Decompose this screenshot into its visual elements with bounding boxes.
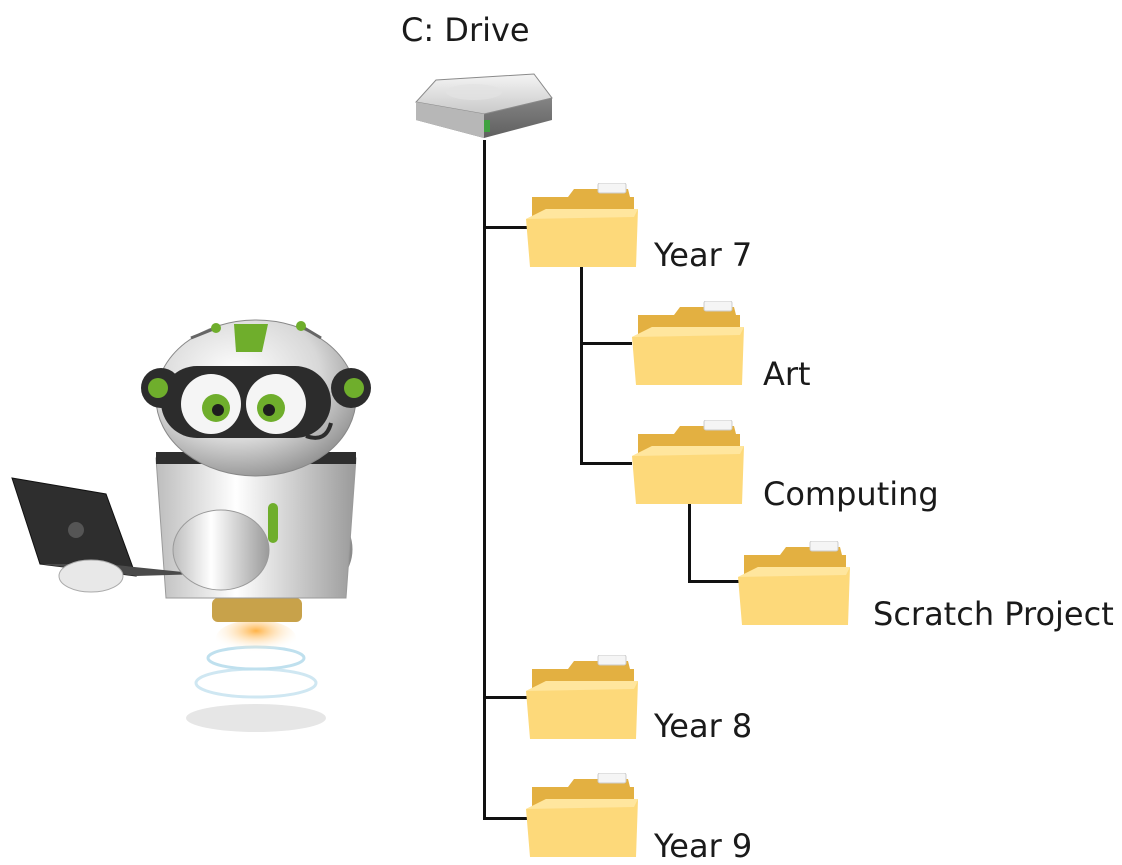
folder-icon[interactable] xyxy=(736,541,854,627)
connector-year9 xyxy=(483,817,528,820)
connector-art xyxy=(580,342,632,345)
folder-icon[interactable] xyxy=(630,420,748,506)
connector-year7-trunk xyxy=(580,262,583,465)
folder-label-year8: Year 8 xyxy=(654,707,753,745)
folder-label-scratch-project: Scratch Project xyxy=(873,595,1114,633)
connector-computing xyxy=(580,462,632,465)
folder-label-computing: Computing xyxy=(763,475,939,513)
folder-label-year9: Year 9 xyxy=(654,827,753,865)
folder-label-art: Art xyxy=(763,355,811,393)
connector-scratch xyxy=(688,580,740,583)
folder-icon[interactable] xyxy=(524,773,642,859)
connector-computing-trunk xyxy=(688,502,691,582)
folder-label-year7: Year 7 xyxy=(654,236,753,274)
connector-year7 xyxy=(483,226,528,229)
folder-icon[interactable] xyxy=(630,301,748,387)
folder-icon[interactable] xyxy=(524,655,642,741)
hard-drive-icon[interactable] xyxy=(414,72,554,142)
drive-label: C: Drive xyxy=(401,11,530,49)
connector-year8 xyxy=(483,696,528,699)
connector-root-trunk xyxy=(483,140,486,820)
robot-with-laptop-icon xyxy=(11,319,371,732)
folder-icon[interactable] xyxy=(524,183,642,269)
